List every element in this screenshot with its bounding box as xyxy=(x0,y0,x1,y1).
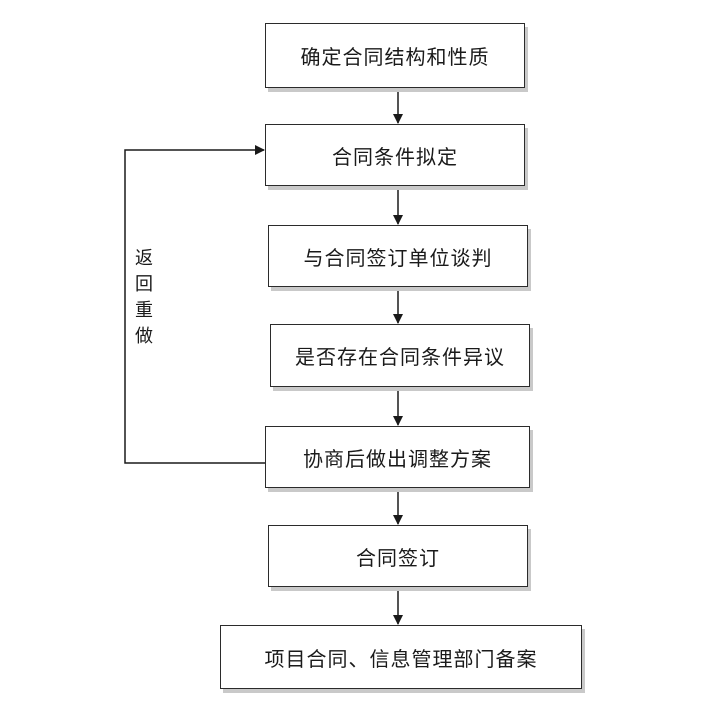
loop-label-char: 返 xyxy=(135,248,153,269)
step-check-objections: 是否存在合同条件异议 xyxy=(270,324,530,387)
step-label: 协商后做出调整方案 xyxy=(303,446,492,471)
loop-back-arrow xyxy=(124,145,265,464)
step-sign-contract: 合同签订 xyxy=(268,525,528,587)
step-label: 项目合同、信息管理部门备案 xyxy=(264,646,538,671)
step-negotiate-with-party: 与合同签订单位谈判 xyxy=(268,225,528,287)
loop-label-char: 回 xyxy=(135,274,153,295)
step-label: 合同条件拟定 xyxy=(332,144,458,169)
step-draft-contract-conditions: 合同条件拟定 xyxy=(265,124,525,186)
step-label: 是否存在合同条件异议 xyxy=(295,345,505,369)
step-determine-contract-structure: 确定合同结构和性质 xyxy=(265,23,525,88)
step-adjustment-plan: 协商后做出调整方案 xyxy=(265,426,530,488)
loop-label-char: 重 xyxy=(135,300,153,321)
step-label: 合同签订 xyxy=(356,545,440,570)
loop-label-char: 做 xyxy=(135,326,153,347)
step-label: 与合同签订单位谈判 xyxy=(303,245,493,270)
step-label: 确定合同结构和性质 xyxy=(300,45,490,69)
step-file-record: 项目合同、信息管理部门备案 xyxy=(220,625,582,689)
